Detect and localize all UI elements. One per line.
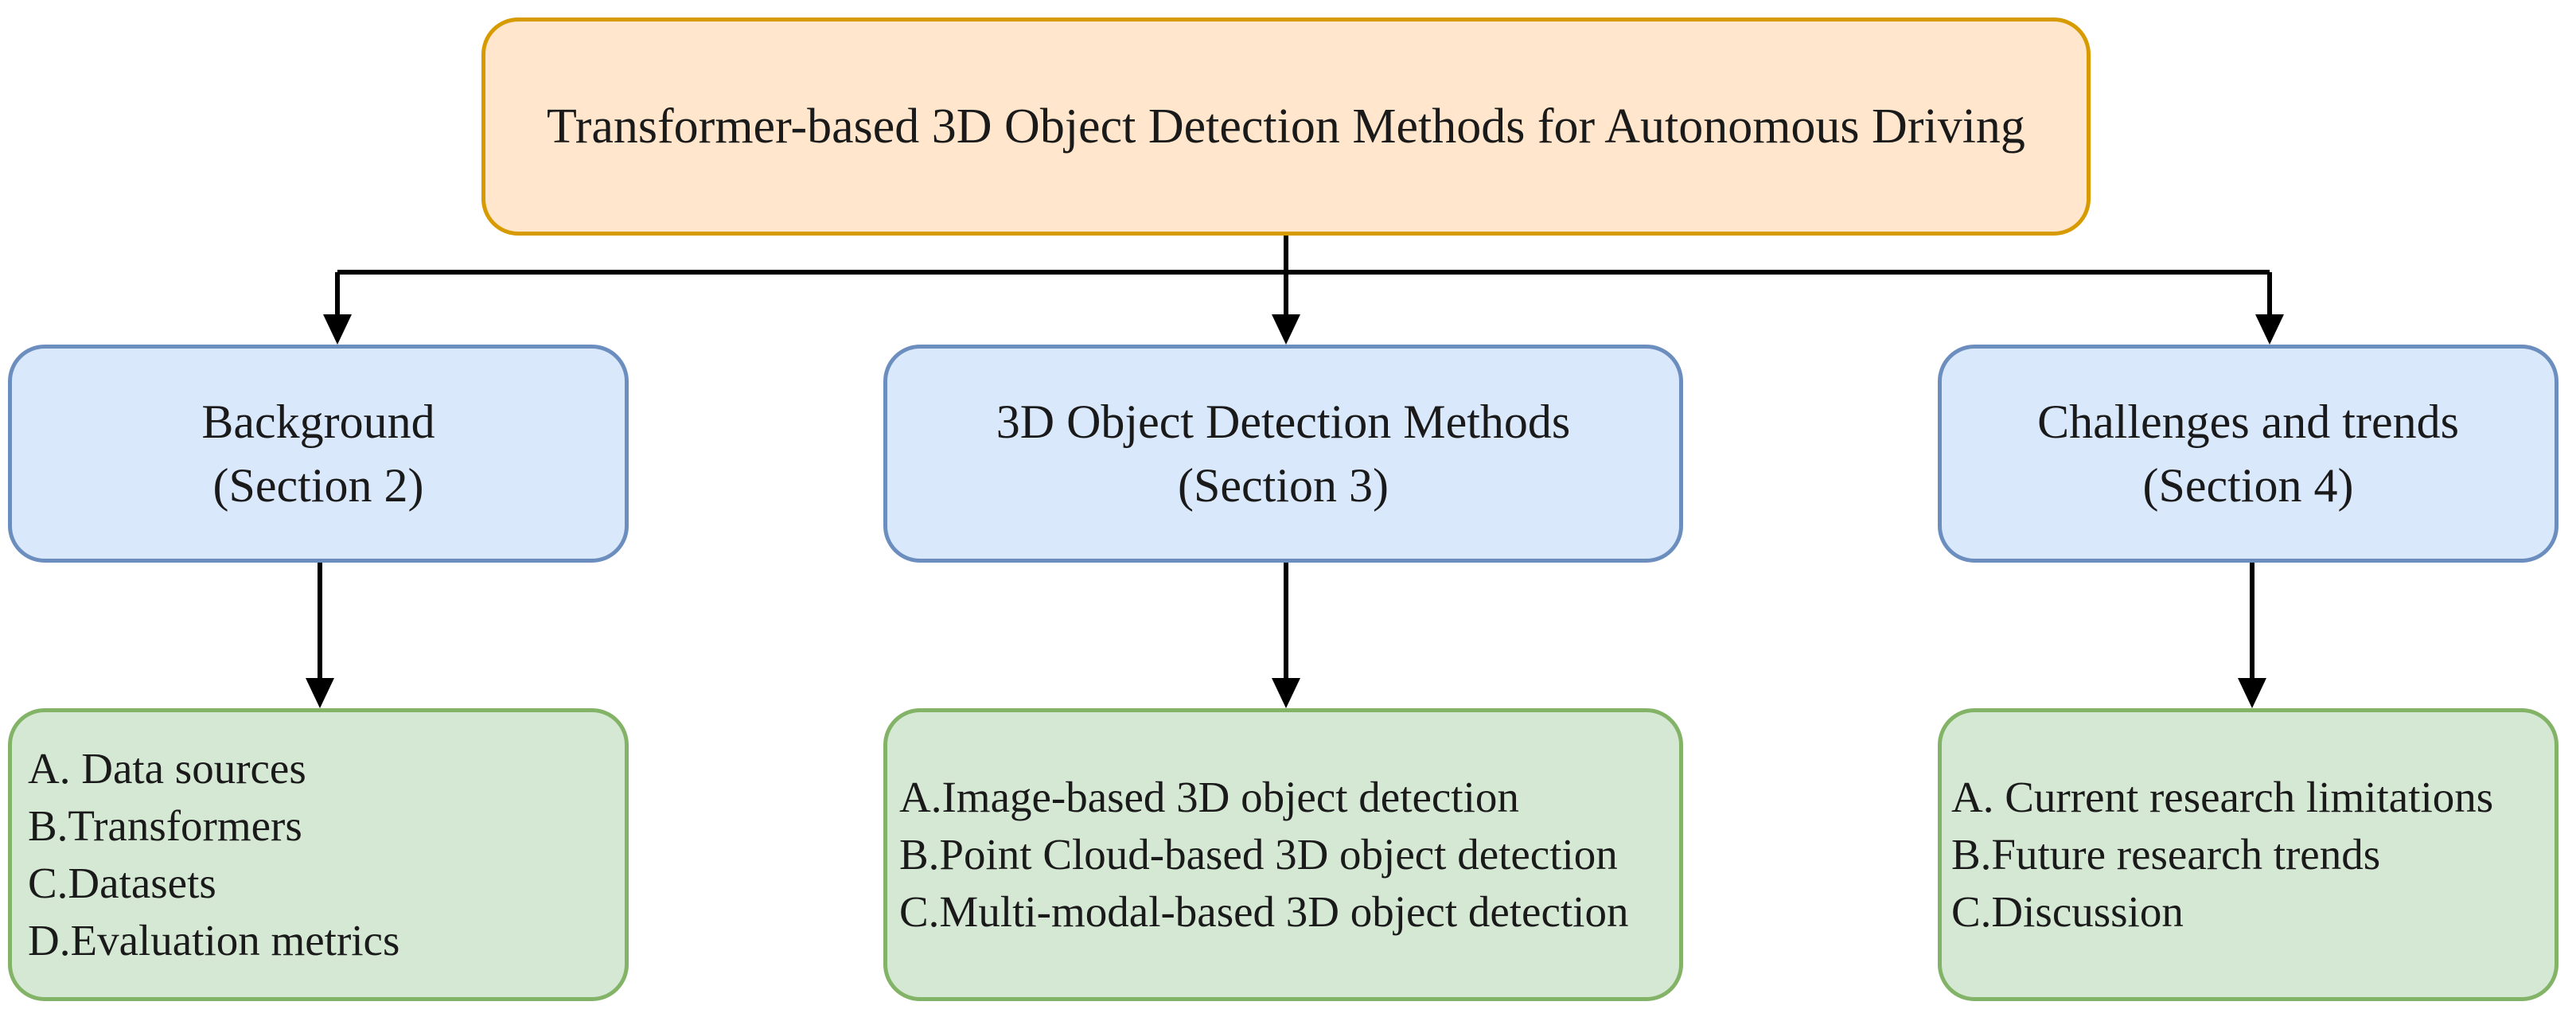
section-node-background: Background (Section 2): [8, 345, 629, 563]
detail-item-multi-modal-based: C.Multi-modal-based 3D object detection: [899, 887, 1629, 936]
section-reference: (Section 3): [1178, 459, 1389, 512]
arrow-head-detail-2: [1272, 678, 1300, 708]
section-title: 3D Object Detection Methods: [996, 396, 1571, 448]
section-title: Background: [201, 396, 435, 448]
arrow-head-section-3: [2255, 314, 2284, 345]
detail-item-evaluation-metrics: D.Evaluation metrics: [28, 916, 400, 964]
arrow-head-section-1: [323, 314, 352, 345]
detail-item-future-trends: B.Future research trends: [1951, 830, 2381, 879]
root-node: Transformer-based 3D Object Detection Me…: [481, 18, 2091, 236]
detail-item-image-based: A.Image-based 3D object detection: [899, 773, 1519, 821]
section-reference: (Section 4): [2142, 459, 2354, 512]
detail-item-datasets: C.Datasets: [28, 859, 216, 907]
detail-node-challenges: A. Current research limitations B.Future…: [1938, 708, 2558, 1001]
detail-item-point-cloud-based: B.Point Cloud-based 3D object detection: [899, 830, 1618, 879]
detail-item-current-limitations: A. Current research limitations: [1951, 773, 2494, 821]
section-node-challenges: Challenges and trends (Section 4): [1938, 345, 2558, 563]
root-title: Transformer-based 3D Object Detection Me…: [547, 99, 2025, 154]
detail-node-detection-methods: A.Image-based 3D object detection B.Poin…: [883, 708, 1683, 1001]
detail-item-transformers: B.Transformers: [28, 801, 302, 850]
detail-item-data-sources: A. Data sources: [28, 744, 306, 793]
arrow-head-section-2: [1272, 314, 1300, 345]
arrow-head-detail-3: [2238, 678, 2266, 708]
detail-item-discussion: C.Discussion: [1951, 887, 2184, 936]
section-node-detection-methods: 3D Object Detection Methods (Section 3): [883, 345, 1683, 563]
detail-node-background: A. Data sources B.Transformers C.Dataset…: [8, 708, 629, 1001]
section-reference: (Section 2): [212, 459, 424, 512]
section-title: Challenges and trends: [2037, 396, 2459, 448]
arrow-head-detail-1: [306, 678, 334, 708]
